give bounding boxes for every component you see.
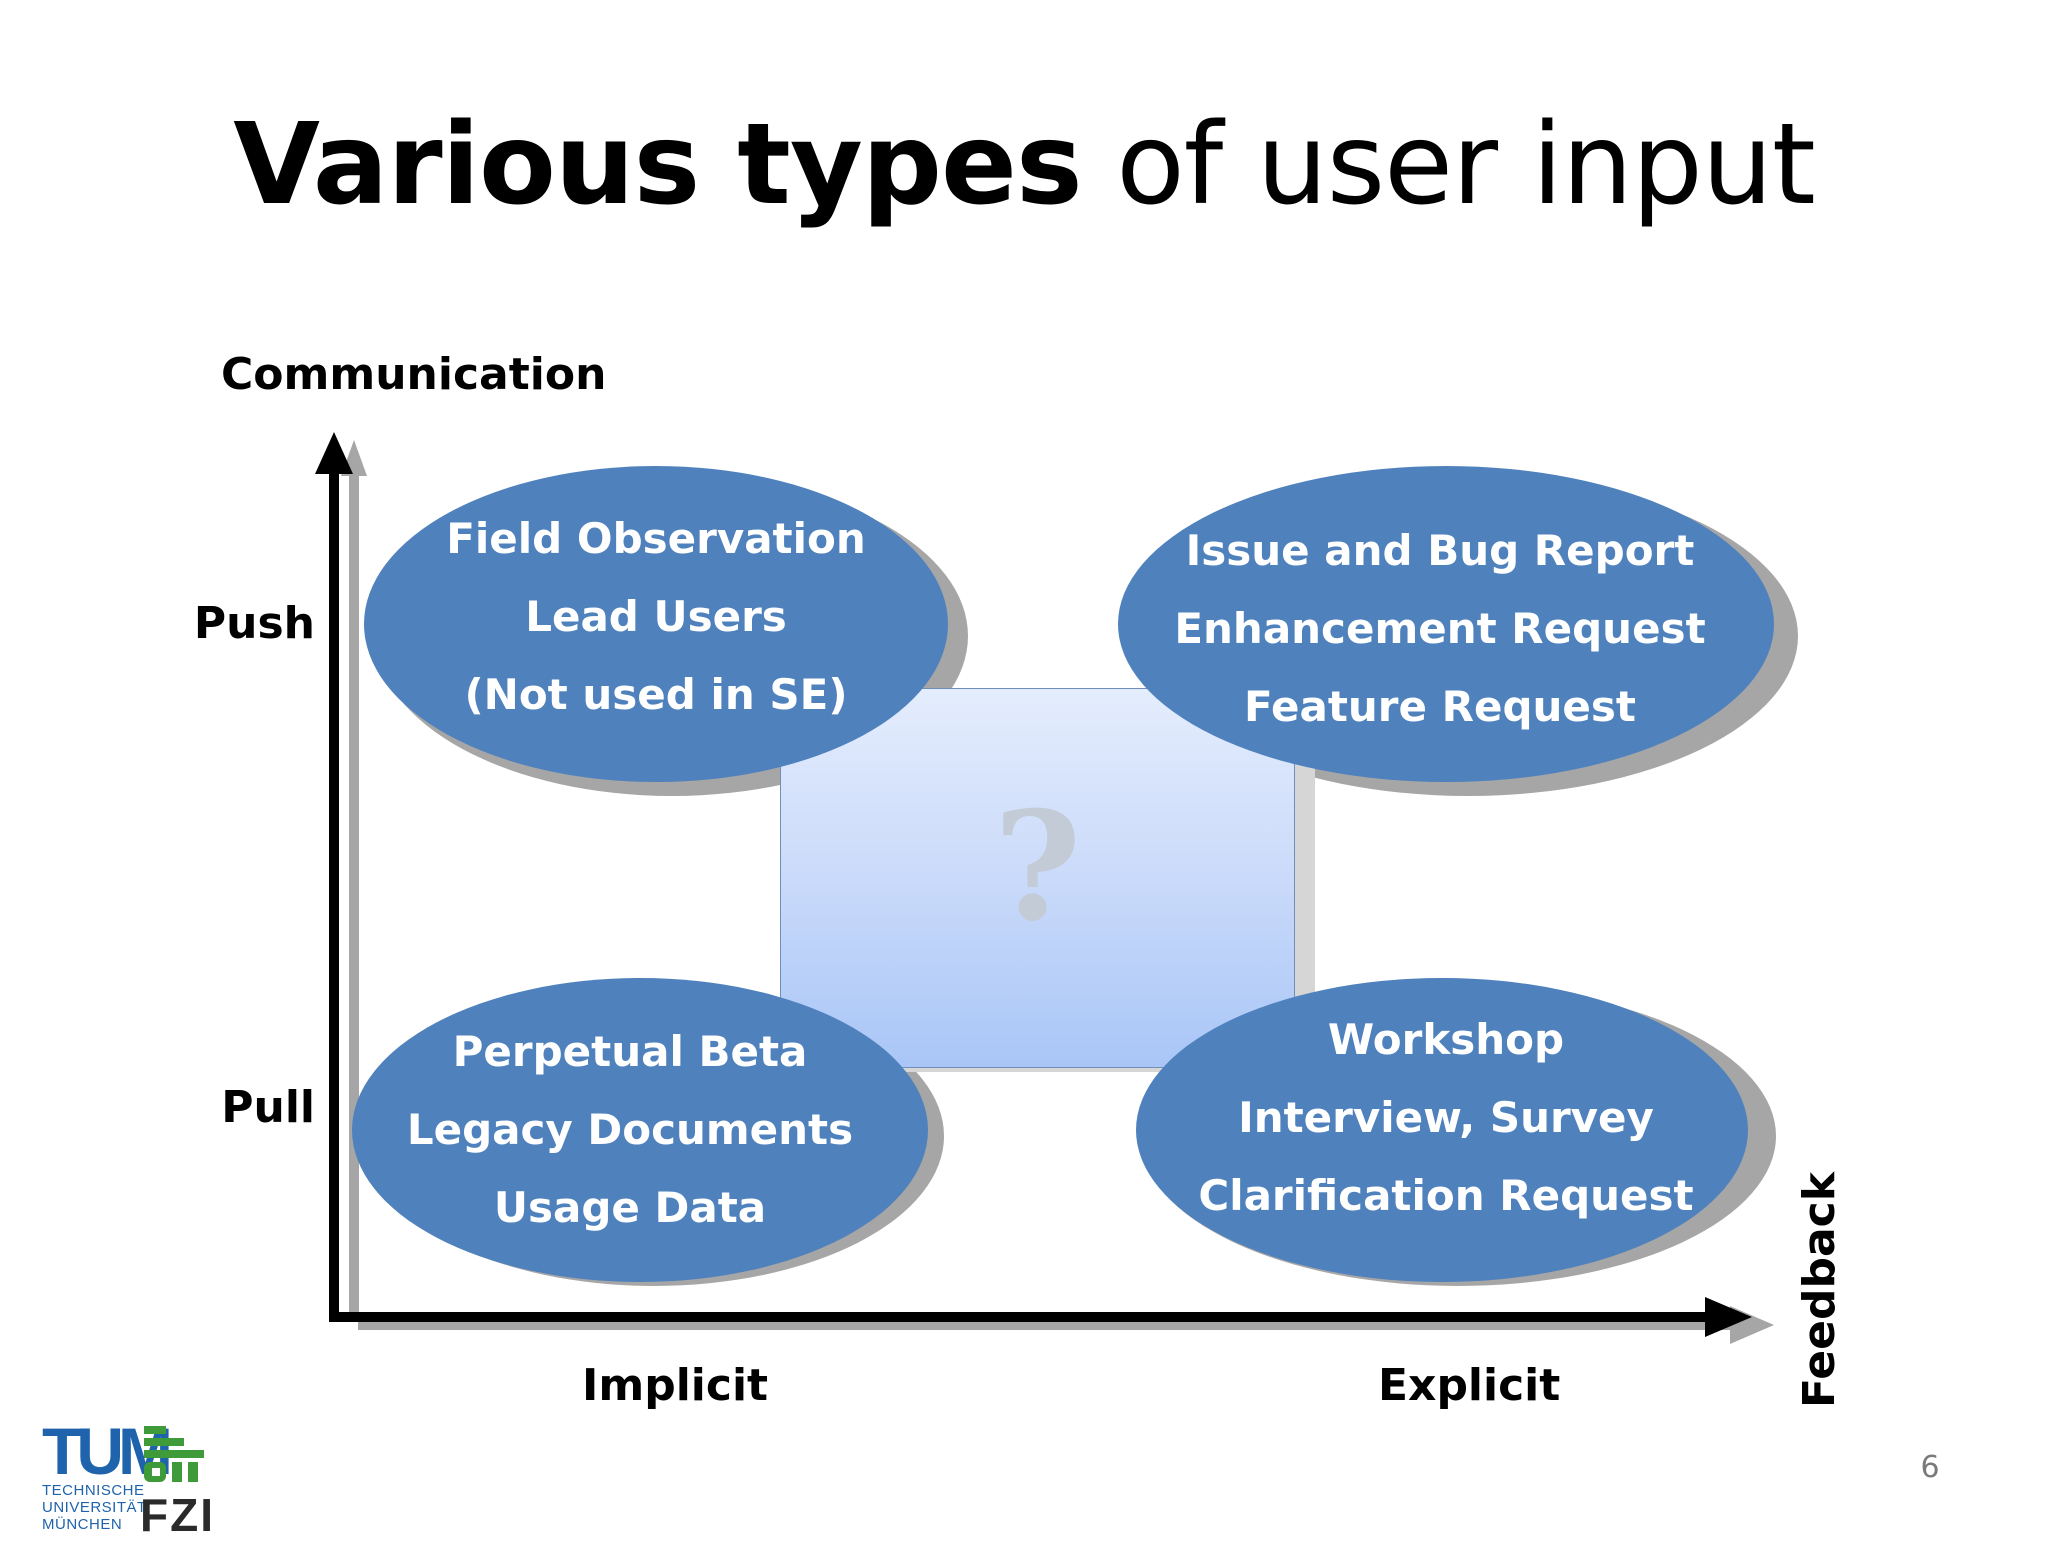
tum-logo-line: TECHNISCHE (42, 1482, 145, 1499)
x-axis-title: Feedback (1794, 1172, 1845, 1408)
quadrant-item: Feature Request (1244, 682, 1636, 731)
fzi-logo: FZI (140, 1422, 213, 1541)
fzi-logo-text: FZI (140, 1489, 215, 1541)
quadrant-bottom-right-text: Workshop Interview, Survey Clarification… (1176, 1001, 1716, 1235)
quadrant-bottom-left-text: Perpetual Beta Legacy Documents Usage Da… (380, 1013, 880, 1247)
quadrant-item: (Not used in SE) (464, 670, 848, 719)
quadrant-top-left-text: Field Observation Lead Users (Not used i… (406, 500, 906, 734)
y-axis-arrow (315, 432, 353, 1322)
y-axis-push-label: Push (193, 598, 315, 649)
slide-title: Various types of user input (0, 95, 2048, 235)
quadrant-item: Usage Data (493, 1183, 767, 1232)
quadrant-item: Lead Users (525, 592, 787, 641)
tum-logo-line: UNIVERSITÄT (42, 1499, 147, 1516)
quadrant-item: Interview, Survey (1238, 1093, 1654, 1142)
quadrant-top-right-text: Issue and Bug Report Enhancement Request… (1160, 512, 1720, 746)
ellipse-top-left (364, 466, 948, 782)
tum-logo-line: MÜNCHEN (42, 1516, 123, 1533)
unknown-quadrant-box: ? (780, 688, 1295, 1068)
quadrant-item: Legacy Documents (406, 1105, 854, 1154)
quadrant-item: Perpetual Beta (452, 1027, 808, 1076)
x-axis-implicit-label: Implicit (582, 1360, 769, 1411)
ellipse-top-right (1118, 466, 1774, 782)
quadrant-item: Field Observation (446, 514, 866, 563)
quadrant-item: Clarification Request (1198, 1171, 1694, 1220)
title-bold-part: Various types (233, 100, 1082, 230)
y-axis-pull-label: Pull (221, 1082, 315, 1133)
y-axis-title: Communication (221, 349, 607, 400)
x-axis-explicit-label: Explicit (1378, 1360, 1561, 1411)
ellipse-bottom-right (1136, 978, 1748, 1282)
fzi-logo-icon (144, 1426, 204, 1482)
x-axis-arrow (329, 1297, 1752, 1337)
quadrant-item: Workshop (1327, 1015, 1565, 1064)
ellipse-bottom-left (352, 978, 928, 1282)
page-number: 6 (1920, 1450, 1940, 1485)
question-mark: ? (993, 779, 1082, 955)
quadrant-item: Issue and Bug Report (1185, 526, 1695, 575)
title-rest-part: of user input (1116, 100, 1816, 230)
quadrant-item: Enhancement Request (1174, 604, 1706, 653)
